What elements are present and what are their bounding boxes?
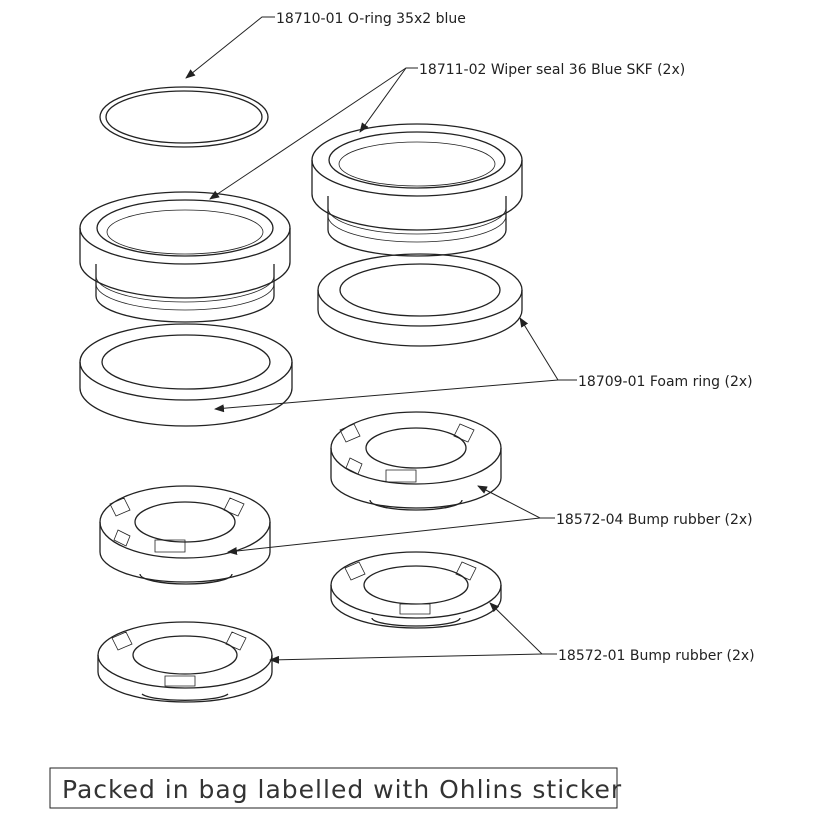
callout-wiper-seal: 18711-02 Wiper seal 36 Blue SKF (2x) xyxy=(419,62,685,78)
callout-o-ring: 18710-01 O-ring 35x2 blue xyxy=(276,11,466,27)
bump-rubber-01-right xyxy=(330,551,502,629)
note-box xyxy=(49,767,618,809)
bump-rubber-01-left xyxy=(97,621,273,703)
callout-bump-rubber-04: 18572-04 Bump rubber (2x) xyxy=(556,512,753,528)
foam-ring-left xyxy=(79,323,293,427)
callout-bump-rubber-01: 18572-01 Bump rubber (2x) xyxy=(558,648,755,664)
packing-note: Packed in bag labelled with Ohlins stick… xyxy=(62,775,622,804)
wiper-seal-right xyxy=(311,123,523,257)
o-ring xyxy=(99,86,269,148)
bump-rubber-04-right xyxy=(330,411,502,511)
callout-foam-ring: 18709-01 Foam ring (2x) xyxy=(578,374,753,390)
bump-rubber-04-left xyxy=(99,485,271,585)
foam-ring-right xyxy=(317,253,523,347)
wiper-seal-left xyxy=(79,191,291,323)
leader-lines xyxy=(185,16,577,664)
